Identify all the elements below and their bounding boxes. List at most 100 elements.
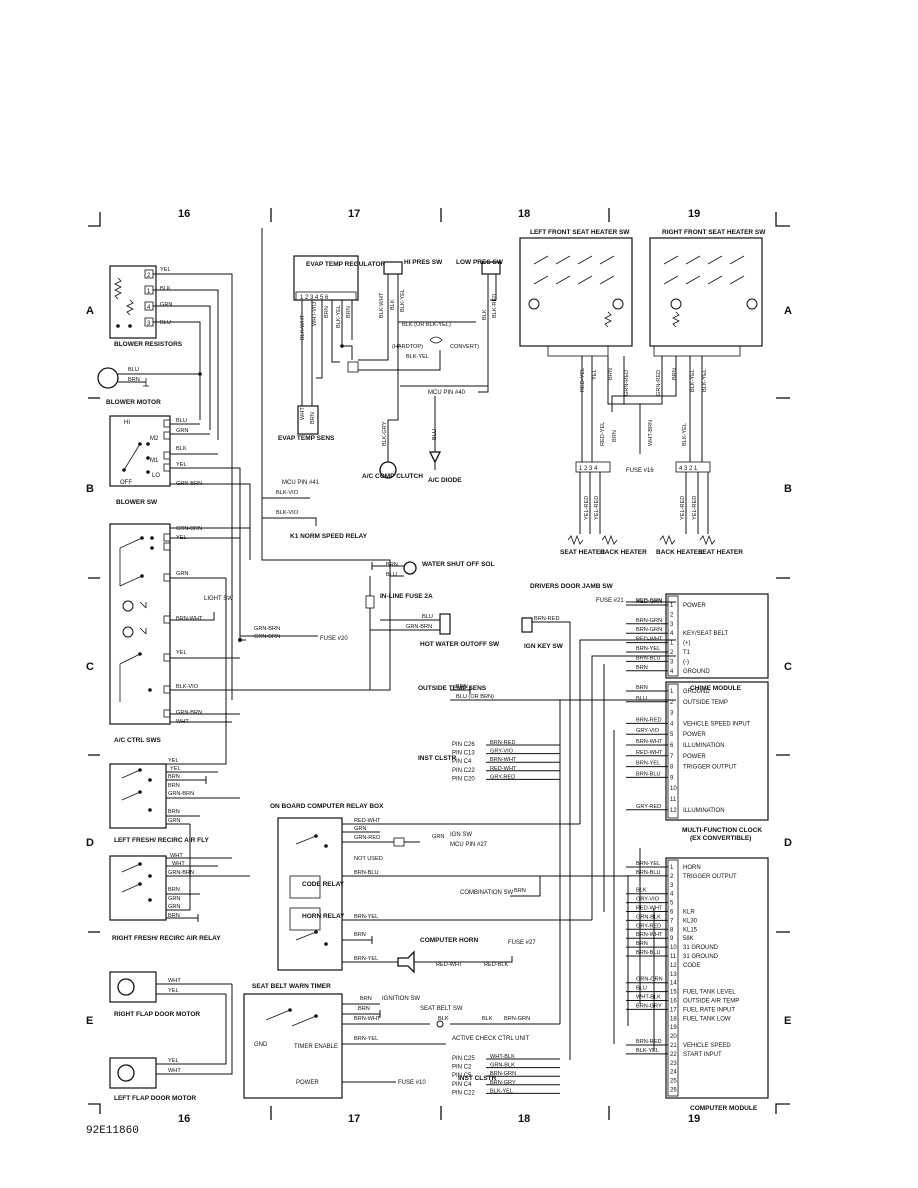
cm-pin-name: 31 GROUND (683, 945, 719, 951)
wire-label-ws-1: BRN (386, 562, 398, 568)
inst-pin: PIN C20 (452, 776, 475, 782)
cm-pin-num: 10 (670, 945, 677, 951)
wire-label-hardtop-blkyel: BLK-YEL (406, 354, 429, 360)
chime-module: CHIME MODULE (665, 593, 769, 692)
wire-label-lfm-2: WHT (168, 1068, 181, 1074)
wire-label-k1-2: BLK-VIO (276, 510, 299, 516)
wire-label-lf-2: YEL (170, 766, 181, 772)
wire-label-yel-bsw: YEL (176, 462, 187, 468)
wire-label-obc-2: GRN (354, 826, 366, 832)
cm-pin-num: 19 (670, 1025, 677, 1031)
wire-label-rf-4: BRN (168, 887, 180, 893)
seat-belt-timer-label: SEAT BELT WARN TIMER (252, 983, 331, 990)
grid-row-a-left: A (86, 305, 94, 317)
wire-label-yel-a1: YEL (160, 267, 171, 273)
chime-pin-wire: RED-GRN (636, 599, 662, 605)
left-back-heater-label: BACK HEATER (600, 549, 647, 556)
ignition-sw-label: IGNITION SW (382, 996, 420, 1002)
wire-label-ac-6: BLK-VIO (176, 684, 199, 690)
mfc-pin-num: 10 (670, 786, 677, 792)
inline-fuse-label: IN-LINE FUSE 2A (380, 593, 433, 600)
cm-pin-name: CODE (683, 963, 700, 969)
obc-relay-label: ON BOARD COMPUTER RELAY BOX (270, 803, 384, 810)
wire-label-sbt-0: BRN (360, 996, 372, 1002)
cm-pin-wire: BRN-YEL (636, 861, 660, 867)
mfc-pin-num: 2 (670, 700, 674, 706)
wire-label-blu-motor: BLU (128, 367, 139, 373)
cm-pin-name: KLR (683, 910, 695, 916)
wire-label-ac-1: GRN-BRN (176, 526, 202, 532)
cm-pin-name: FUEL RATE INPUT (683, 1007, 735, 1013)
cm-pin-wire: BRN-RED (636, 1039, 661, 1045)
wire-label-obc-1: RED-WHT (354, 818, 381, 824)
cm-pin-name: KL30 (683, 918, 698, 924)
computer-module-label: COMPUTER MODULE (690, 1105, 758, 1112)
wire-label-sh-3: YEL-RED (680, 496, 686, 520)
svg-text:4: 4 (147, 305, 151, 311)
cm-pin-num: 9 (670, 936, 674, 942)
left-fresh-recirc: LEFT FRESH/ RECIRC AIR FLY (109, 763, 210, 844)
cm-pin-name: KL15 (683, 927, 698, 933)
mfc-pin-name: ILLUMINATION (683, 808, 725, 814)
cm-pin-num: 12 (670, 963, 677, 969)
wire-label-ls-1: RED-YEL (580, 368, 586, 392)
blower-motor-label: BLOWER MOTOR (106, 399, 161, 406)
left-fresh-label: LEFT FRESH/ RECIRC AIR FLY (114, 837, 210, 844)
grid-row-e-right: E (784, 1015, 791, 1027)
mfc-pin-name: POWER (683, 732, 706, 738)
wire-label-obc-5: BRN-YEL (354, 914, 378, 920)
light-sw-label: LIGHT SW (204, 596, 233, 602)
mfc-pin-num: 3 (670, 711, 674, 717)
chime-pin-wire: BRN-BLU (636, 655, 661, 661)
blower-switch: HI M2 M1 LO OFF BLOWER SW (109, 415, 171, 506)
wire-label-sbs-2: BLK (482, 1016, 493, 1022)
cm-pin-num: 23 (670, 1061, 677, 1067)
cm-pin-wire: BLU (636, 986, 647, 992)
chime-pin-num: 1 (670, 603, 674, 609)
computer-horn: COMPUTER HORN (397, 937, 478, 974)
wire-label-ac-4: BRN-WHT (176, 616, 203, 622)
evap-regulator-label: EVAP TEMP REGULATOR (306, 261, 386, 268)
inst-pin: PIN C26 (452, 742, 475, 748)
grid-col-19-bottom: 19 (688, 1113, 700, 1125)
chime-pin-wire: BRN (636, 665, 648, 671)
inst-pin: PIN C22 (452, 1090, 475, 1096)
wire-label-obc-4: BRN-BLU (354, 870, 379, 876)
blower-sw-m1: M1 (150, 458, 159, 464)
chime-pin-num: 4 (670, 669, 674, 675)
inst-wire: GRY-VIO (490, 749, 514, 755)
mfc-pin-wire: BRN (636, 685, 648, 691)
mfc-pin-name: POWER (683, 754, 706, 760)
inst-pin: PIN C13 (452, 751, 475, 757)
wire-label-obc-7: BRN-YEL (354, 956, 378, 962)
wire-label-lp-2: BLK-RED (492, 294, 498, 318)
ac-diode-label: A/C DIODE (428, 477, 462, 484)
norm-speed-relay-label: K1 NORM SPEED RELAY (290, 533, 368, 540)
wire-label-brn-motor: BRN (128, 377, 140, 383)
svg-text:1 2 3 4 5 6: 1 2 3 4 5 6 (300, 295, 329, 301)
wire-label-lp-1: BLK (482, 309, 488, 320)
blower-sw-label: BLOWER SW (116, 499, 158, 506)
grid-col-19-top: 19 (688, 208, 700, 220)
inst-pin: PIN C5 (452, 1073, 472, 1079)
cm-pin-wire: BLK-YEL (636, 1048, 659, 1054)
cm-pin-num: 21 (670, 1043, 677, 1049)
mfc-pin-num: 9 (670, 775, 674, 781)
cm-pin-num: 3 (670, 883, 674, 889)
blower-sw-off: OFF (120, 480, 132, 486)
chime-module-label: CHIME MODULE (690, 685, 742, 692)
water-shutoff-label: WATER SHUT OFF SOL (422, 561, 494, 568)
chime-pin-name: (-) (683, 659, 689, 665)
mfc-label: MULTI-FUNCTION CLOCK (682, 827, 762, 834)
mfc-pin-num: 12 (670, 808, 677, 814)
ac-comp-clutch-label: A/C COMP CLUTCH (362, 473, 423, 480)
mfc-pin-num: 6 (670, 743, 674, 749)
cm-pin-name: 31 GROUND (683, 954, 719, 960)
cm-pin-num: 5 (670, 901, 674, 907)
grid-row-b-right: B (784, 483, 792, 495)
wire-label-rf-1: WHT (170, 853, 183, 859)
chime-pin-num: 2 (670, 650, 674, 656)
cm-pin-num: 13 (670, 972, 677, 978)
cm-pin-num: 16 (670, 999, 677, 1005)
